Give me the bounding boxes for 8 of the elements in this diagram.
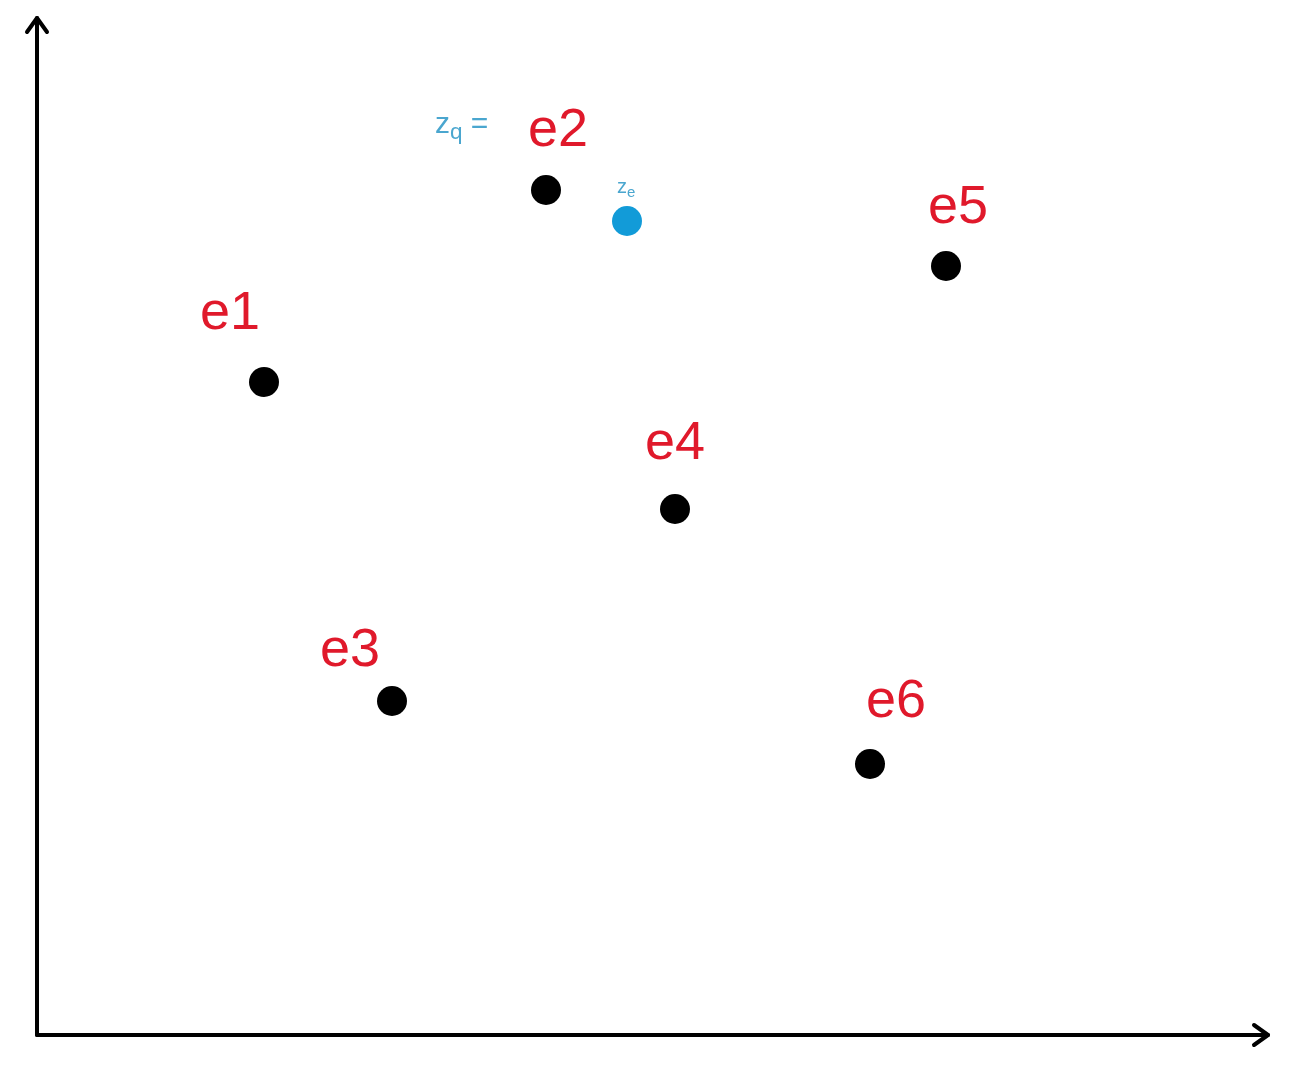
point-label: e3 — [320, 620, 381, 674]
point-label: e4 — [645, 413, 706, 467]
point-label: e6 — [866, 671, 927, 725]
point-label: z$_{e}$ — [617, 176, 636, 202]
point-label: e1 — [200, 283, 261, 337]
point-label: z$_{q}$ = — [435, 108, 489, 146]
point-label: e5 — [928, 177, 989, 231]
point-label: e2 — [528, 100, 589, 154]
